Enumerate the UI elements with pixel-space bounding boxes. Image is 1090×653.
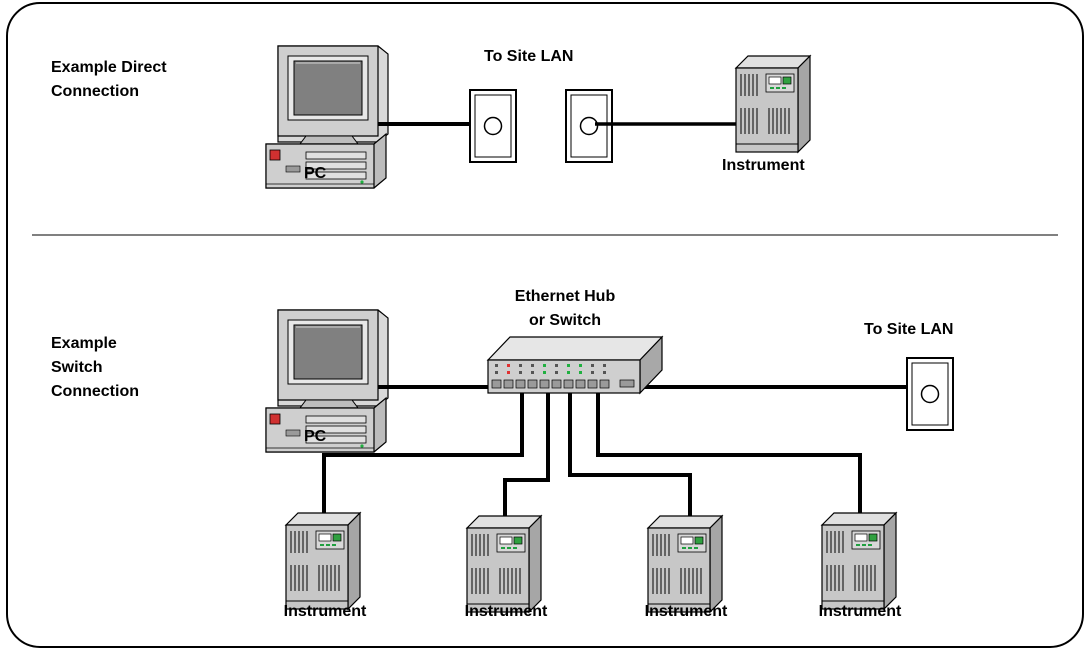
instrument-icon [466,515,542,613]
pc-icon [265,309,389,453]
wall-jack-icon [469,89,517,163]
instrument-icon [821,512,897,610]
pc-label: PC [304,165,327,182]
instrument-label: Instrument [722,157,805,174]
direct-connection-heading: Example Direct Connection [51,59,167,100]
to-site-lan-label: To Site LAN [484,48,574,65]
instrument-label: Instrument [464,603,548,620]
switch-connection-heading: Example Switch Connection [51,335,139,400]
instrument-icon [285,512,361,610]
diagram-frame [6,2,1084,648]
instrument-label: Instrument [818,603,902,620]
ethernet-hub-label: Ethernet Hub or Switch [514,288,616,329]
wall-jack-icon [565,89,613,163]
to-site-lan-label: To Site LAN [864,321,954,338]
wall-jack-icon [906,357,954,431]
instrument-icon [647,515,723,613]
instrument-label: Instrument [283,603,367,620]
pc-label: PC [304,428,327,445]
pc-icon [265,45,389,189]
instrument-icon [735,55,811,153]
instrument-label: Instrument [644,603,728,620]
ethernet-switch-icon [486,335,664,395]
ethernet-cables [322,385,912,518]
